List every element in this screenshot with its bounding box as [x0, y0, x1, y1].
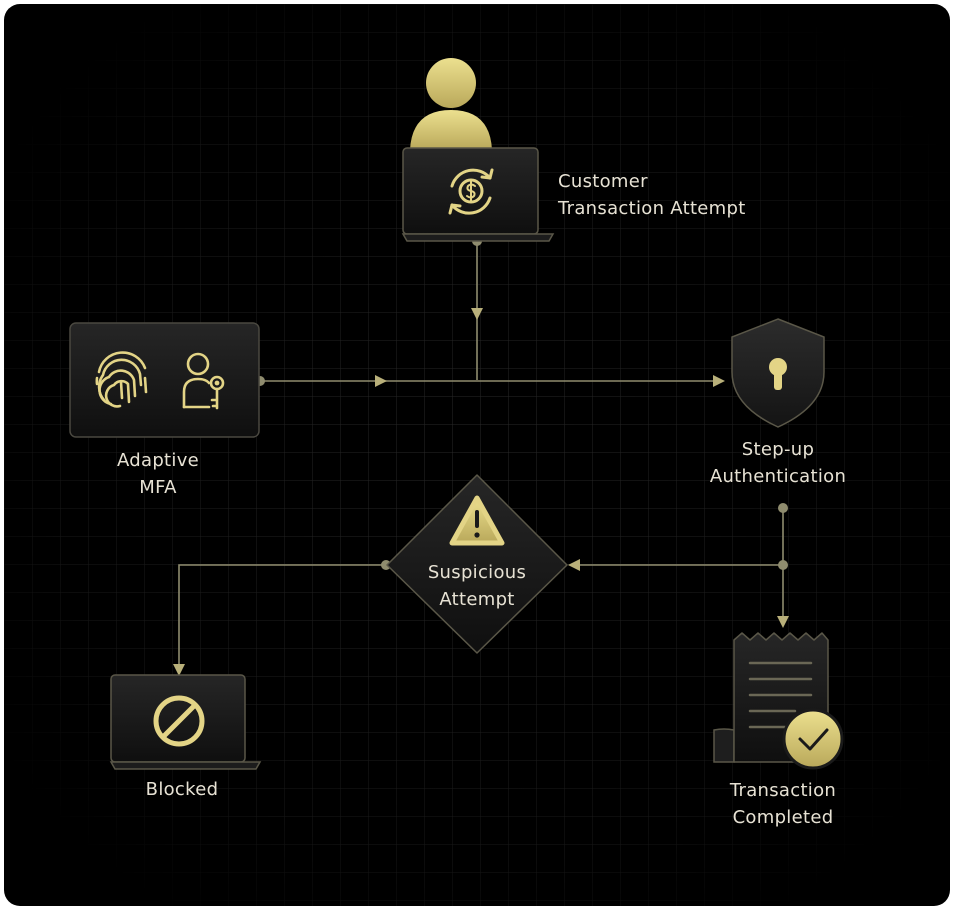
- person-body-icon: [410, 110, 492, 150]
- dot-stepup: [778, 503, 788, 513]
- blocked-laptop-base: [109, 761, 262, 770]
- step-up-node: [731, 318, 825, 428]
- suspicious-label-line2: Attempt: [439, 589, 515, 610]
- completed-node: [713, 632, 844, 770]
- adaptive-mfa-label: Adaptive MFA: [117, 447, 199, 501]
- step-up-label-line1: Step-up: [741, 439, 815, 460]
- blocked-label-line1: Blocked: [145, 779, 219, 800]
- receipt-lines: [748, 661, 813, 729]
- customer-label-line1: Customer: [558, 171, 648, 192]
- blocked-label: Blocked: [146, 776, 219, 803]
- receipt-curl: [713, 728, 735, 763]
- key-hole-dot: [214, 380, 220, 386]
- completed-label-line2: Completed: [732, 807, 834, 828]
- connector-arrows: [173, 308, 789, 676]
- arrow-down-blocked: [173, 664, 185, 676]
- mfa-box: [69, 322, 260, 438]
- fingerprint-icon: [95, 351, 148, 408]
- completed-label: Transaction Completed: [730, 777, 836, 831]
- person-head-icon: [426, 58, 476, 108]
- laptop-base: [401, 233, 555, 242]
- arrow-down-customer: [471, 308, 483, 320]
- warning-mark: [475, 510, 479, 528]
- dollar-exchange-icon: [448, 168, 494, 215]
- suspicious-node: [386, 474, 568, 654]
- checkmark-icon: [782, 708, 844, 770]
- arrow-right-stepup: [713, 375, 725, 387]
- keyhole-top: [769, 358, 787, 376]
- adaptive-mfa-label-line1: Adaptive: [116, 450, 200, 471]
- step-up-label: Step-up Authentication: [710, 436, 846, 490]
- completed-label-line1: Transaction: [729, 780, 837, 801]
- user-key-icon: [182, 352, 225, 410]
- warning-dot: [474, 532, 480, 538]
- customer-label-line2: Transaction Attempt: [558, 198, 746, 219]
- connector-suspicious-to-blocked: [178, 564, 386, 672]
- blocked-node: [109, 674, 262, 770]
- step-up-label-line2: Authentication: [709, 466, 847, 487]
- arrow-left-suspicious: [568, 559, 580, 571]
- suspicious-label: Suspicious Attempt: [428, 559, 526, 613]
- adaptive-mfa-label-line2: MFA: [139, 477, 177, 498]
- blocked-icon: [153, 695, 205, 747]
- dot-branch: [778, 560, 788, 570]
- arrow-down-completed: [777, 616, 789, 628]
- checkmark-stroke: [798, 728, 829, 751]
- adaptive-mfa-node: [69, 322, 260, 438]
- suspicious-label-line1: Suspicious: [427, 562, 527, 583]
- customer-node: [401, 58, 555, 242]
- customer-label: Customer Transaction Attempt: [558, 168, 746, 222]
- suspicious-diamond: [386, 474, 568, 654]
- keyhole-stem: [774, 370, 782, 390]
- arrow-right-mfa: [375, 375, 387, 387]
